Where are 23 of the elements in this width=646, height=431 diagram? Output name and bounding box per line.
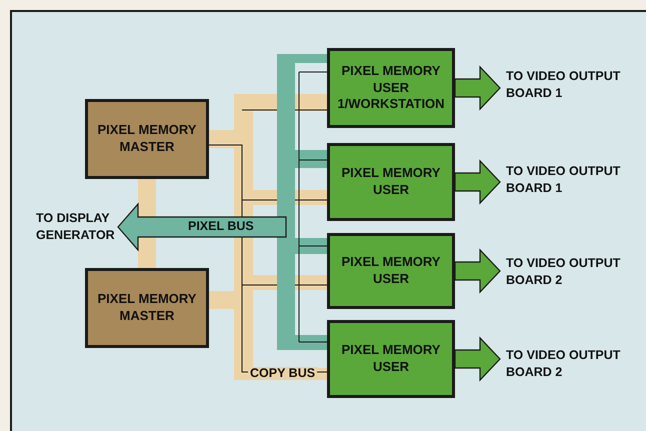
master-box [85, 99, 209, 179]
user-box [327, 320, 455, 398]
node-text: TO VIDEO OUTPUT BOARD 1 [506, 68, 622, 102]
output-arrow [454, 159, 501, 205]
node-text: TO VIDEO OUTPUT BOARD 2 [506, 347, 622, 381]
node-text: TO DISPLAY GENERATOR [36, 210, 116, 244]
node-text: PIXEL MEMORY USER [340, 342, 442, 376]
node-text: PIXEL MEMORY MASTER [96, 122, 198, 156]
node-text: PIXEL MEMORY MASTER [96, 291, 198, 325]
node-text: TO VIDEO OUTPUT BOARD 2 [506, 255, 622, 289]
user-box [327, 233, 455, 309]
node-text: PIXEL MEMORY USER [340, 165, 442, 199]
node-text: TO VIDEO OUTPUT BOARD 1 [506, 163, 622, 197]
user-box [327, 48, 455, 128]
output-arrow [454, 65, 501, 111]
node-text: PIXEL MEMORY USER [340, 254, 442, 288]
edge-label: PIXEL BUS [188, 220, 254, 232]
output-arrow [454, 336, 501, 382]
user-box [327, 143, 455, 221]
output-arrow [454, 248, 501, 294]
node-text: PIXEL MEMORY USER 1/WORKSTATION [336, 62, 446, 114]
bus-label: COPY BUS [248, 367, 318, 380]
master-box [85, 268, 209, 348]
